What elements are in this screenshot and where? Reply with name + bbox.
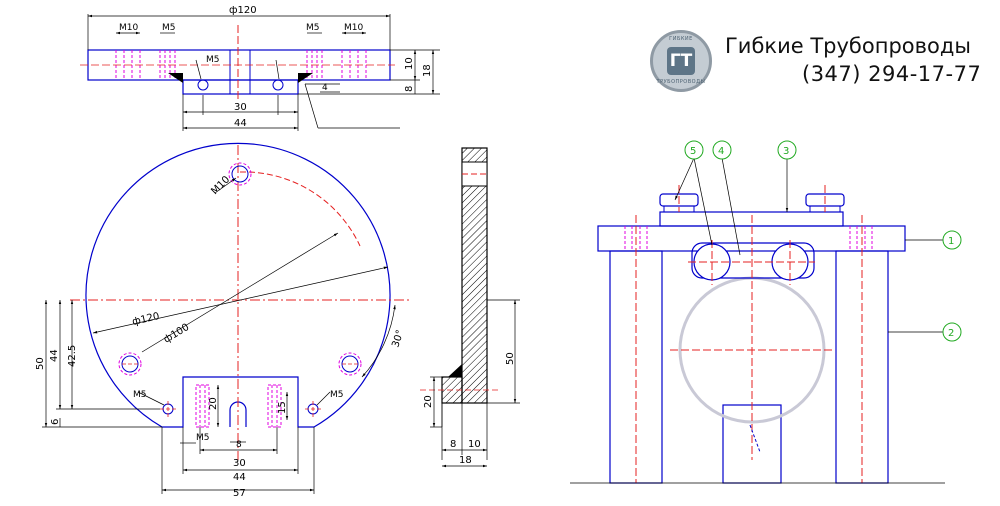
svg-text:2: 2 <box>948 328 954 339</box>
front-dim-m5-bottom: M5 <box>196 433 210 443</box>
side-dim-18: 18 <box>459 455 472 466</box>
top-dim-m10-right: M10 <box>344 23 363 33</box>
top-dim-4: 4 <box>322 83 328 93</box>
callout-5: 5 <box>684 140 704 160</box>
company-logo: ГИБКИЕ ГТ ТРУБОПРОВОДЫ <box>650 30 712 92</box>
front-view: M10 ф120 ф100 30° 50 44 42.5 6 M5 M5 20 … <box>35 142 410 499</box>
top-dim-m5-left: M5 <box>162 23 176 33</box>
m10-hole-top <box>228 162 252 186</box>
logo-mark: ГТ <box>667 47 695 75</box>
callout-4: 4 <box>712 140 732 160</box>
front-dim-57: 57 <box>233 488 246 499</box>
company-phone: (347) 294-17-77 <box>802 62 982 86</box>
svg-text:4: 4 <box>718 146 724 157</box>
top-dim-m5-hole: M5 <box>206 55 220 65</box>
side-dim-20: 20 <box>423 395 434 408</box>
callout-1: 1 <box>942 230 962 250</box>
m10-hole-right <box>338 352 362 376</box>
top-dim-m5-right: M5 <box>306 23 320 33</box>
top-view-hole-right <box>272 79 284 91</box>
top-dim-m10-left: M10 <box>119 23 138 33</box>
top-dim-18: 18 <box>422 64 433 77</box>
front-dim-44: 44 <box>49 349 60 362</box>
front-dim-30: 30 <box>233 458 246 469</box>
front-dim-15: 15 <box>277 401 288 414</box>
top-view: ф120 M10 M5 M5 M10 M5 30 44 10 18 8 4 <box>80 5 440 131</box>
svg-text:3: 3 <box>783 146 789 157</box>
top-dim-10: 10 <box>404 57 415 70</box>
assembly-view: 1 2 3 4 5 <box>570 140 962 484</box>
top-dim-diameter-120: ф120 <box>229 5 257 16</box>
front-dim-diameter-120: ф120 <box>131 311 160 328</box>
top-view-hole-left <box>197 79 209 91</box>
front-dim-6: 6 <box>50 419 61 425</box>
front-dim-44-bottom: 44 <box>233 472 246 483</box>
assembly-clamp-block <box>691 242 815 279</box>
side-dim-8: 8 <box>450 439 456 450</box>
top-dim-8: 8 <box>404 86 415 92</box>
top-view-base <box>182 79 299 95</box>
front-dim-42-5: 42.5 <box>67 345 78 367</box>
top-dim-30: 30 <box>234 102 247 113</box>
svg-text:5: 5 <box>690 146 696 157</box>
front-dim-50: 50 <box>35 357 46 370</box>
front-dim-m5-left: M5 <box>133 390 147 400</box>
front-dim-angle-30: 30° <box>390 329 406 349</box>
top-view-weld-right <box>298 73 313 83</box>
front-dim-8: 8 <box>236 440 242 450</box>
m10-hole-left <box>118 352 142 376</box>
company-name: Гибкие Трубопроводы <box>725 34 971 58</box>
callout-2: 2 <box>942 322 962 342</box>
logo-ring-top-text: ГИБКИЕ <box>669 36 693 42</box>
top-dim-44: 44 <box>234 118 247 129</box>
side-view: 50 20 8 10 18 <box>420 147 520 468</box>
logo-ring-bottom-text: ТРУБОПРОВОДЫ <box>656 79 706 85</box>
brand-block: ГИБКИЕ ГТ ТРУБОПРОВОДЫ Гибкие Трубопрово… <box>650 30 990 100</box>
callout-3: 3 <box>777 140 797 160</box>
front-dim-m10: M10 <box>209 174 232 197</box>
svg-text:1: 1 <box>948 236 954 247</box>
side-dim-50: 50 <box>505 352 516 365</box>
side-view-plate <box>461 147 488 404</box>
front-dim-20: 20 <box>208 397 219 410</box>
side-dim-10: 10 <box>468 439 481 450</box>
front-dim-m5-right: M5 <box>330 390 344 400</box>
top-view-weld-left <box>168 73 183 83</box>
front-dim-diameter-100: ф100 <box>162 322 191 346</box>
